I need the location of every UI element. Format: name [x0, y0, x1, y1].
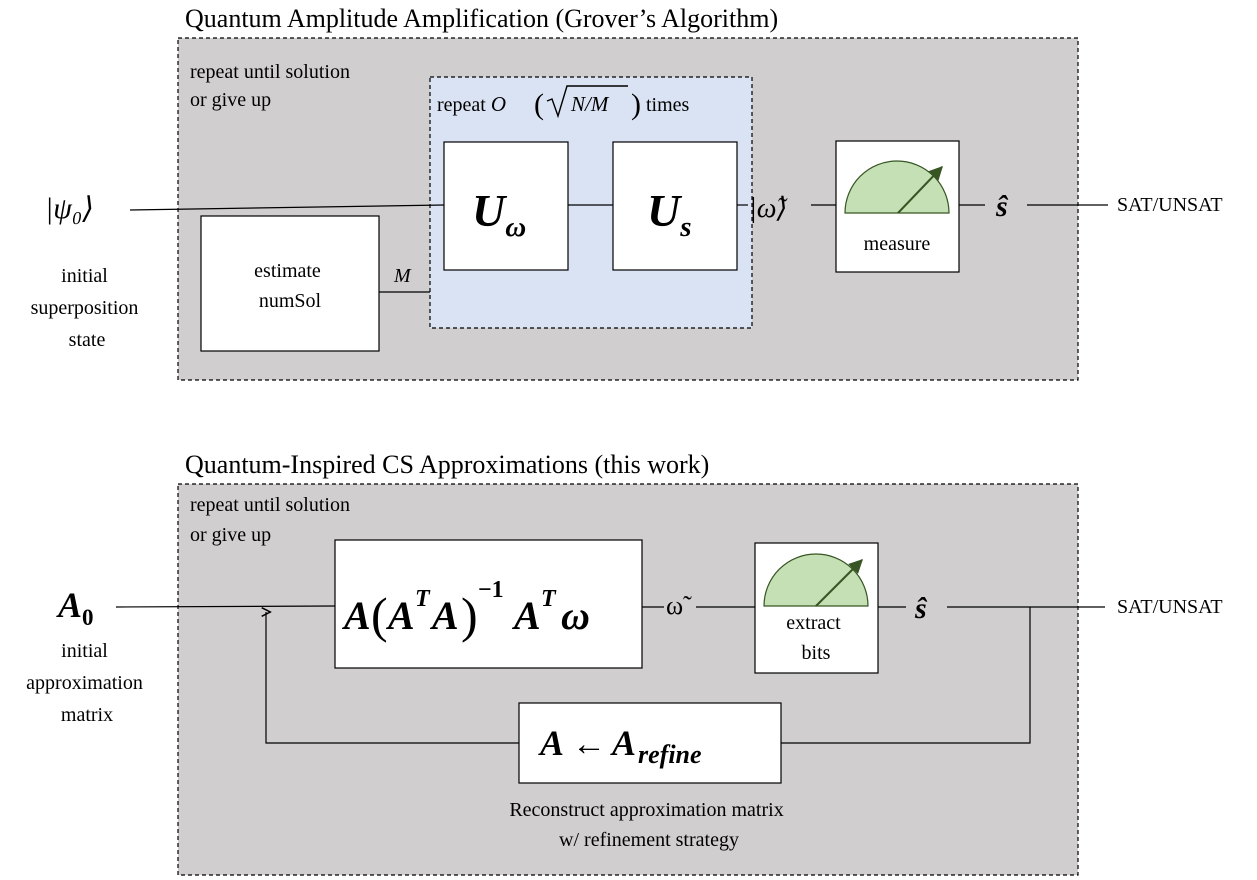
top-repeat-lparen: ( [534, 88, 544, 121]
top-output: SAT/UNSAT [1117, 194, 1223, 216]
measure-label: measure [864, 233, 931, 255]
extract-needle-icon [815, 559, 863, 607]
estimate-label: estimate numSol [254, 260, 326, 312]
refine-box [518, 702, 782, 784]
top-repeat-outer: repeat until solution or give up [190, 61, 355, 111]
extract-bits-label: extract bits [786, 612, 845, 664]
top-repeat-rparen: ) [631, 88, 641, 121]
a0-input-line [115, 605, 336, 608]
svg-text:): ) [461, 587, 478, 643]
svg-text:ω: ω [561, 593, 590, 638]
svg-text:T: T [541, 586, 557, 612]
svg-text:(: ( [371, 587, 388, 643]
bottom-title: Quantum-Inspired CS Approximations (this… [185, 450, 709, 479]
top-sqrt-sign [546, 85, 628, 119]
feedback-loop-right [781, 607, 1031, 744]
bottom-s-hat: ŝ [914, 592, 928, 625]
projection-formula: A ( A T A ) −1 A T ω [341, 577, 590, 643]
svg-text:A: A [610, 723, 636, 763]
top-repeat-inner: repeat O [437, 92, 506, 116]
top-s-hat: ŝ [995, 190, 1009, 223]
a0-label: A0 [56, 585, 94, 630]
svg-text:A: A [511, 593, 541, 638]
reconstruct-label: Reconstruct approximation matrix w/ refi… [509, 799, 788, 851]
svg-text:A: A [429, 593, 459, 638]
svg-text:T: T [415, 586, 431, 612]
u-s-label: Us [647, 185, 692, 243]
measure-gauge-icon [844, 160, 950, 214]
bottom-repeat-outer: repeat until solution or give up [190, 494, 355, 546]
top-input-line [129, 204, 445, 211]
svg-text:A: A [385, 593, 415, 638]
projection-formula-box [334, 539, 643, 669]
svg-text:A: A [538, 723, 564, 763]
bottom-initial-label: initial approximation matrix [26, 640, 148, 726]
estimate-box [200, 215, 380, 352]
top-title: Quantum Amplitude Amplification (Grover’… [185, 4, 778, 33]
top-initial-label: initial superposition state [31, 265, 144, 351]
svg-text:refine: refine [638, 740, 702, 769]
top-psi0: |ψ₀⟩ [45, 192, 94, 225]
svg-text:←: ← [572, 726, 606, 763]
bottom-output: SAT/UNSAT [1117, 596, 1223, 618]
u-omega-label: Uω [472, 185, 526, 243]
top-repeat-frac: N/M [570, 92, 610, 116]
feedback-loop-left [266, 612, 519, 744]
svg-text:A: A [341, 593, 371, 638]
u-s-box [612, 141, 738, 271]
omega-tilde-state: |ω̃⟩ [749, 193, 788, 224]
svg-text:−1: −1 [478, 577, 504, 603]
measure-needle-icon [897, 165, 943, 214]
extract-gauge-icon [763, 553, 869, 607]
estimate-m-label: M [393, 265, 412, 287]
refine-formula: A ← A refine [538, 723, 702, 769]
top-repeat-suffix: times [641, 94, 690, 116]
u-omega-box [443, 141, 569, 271]
